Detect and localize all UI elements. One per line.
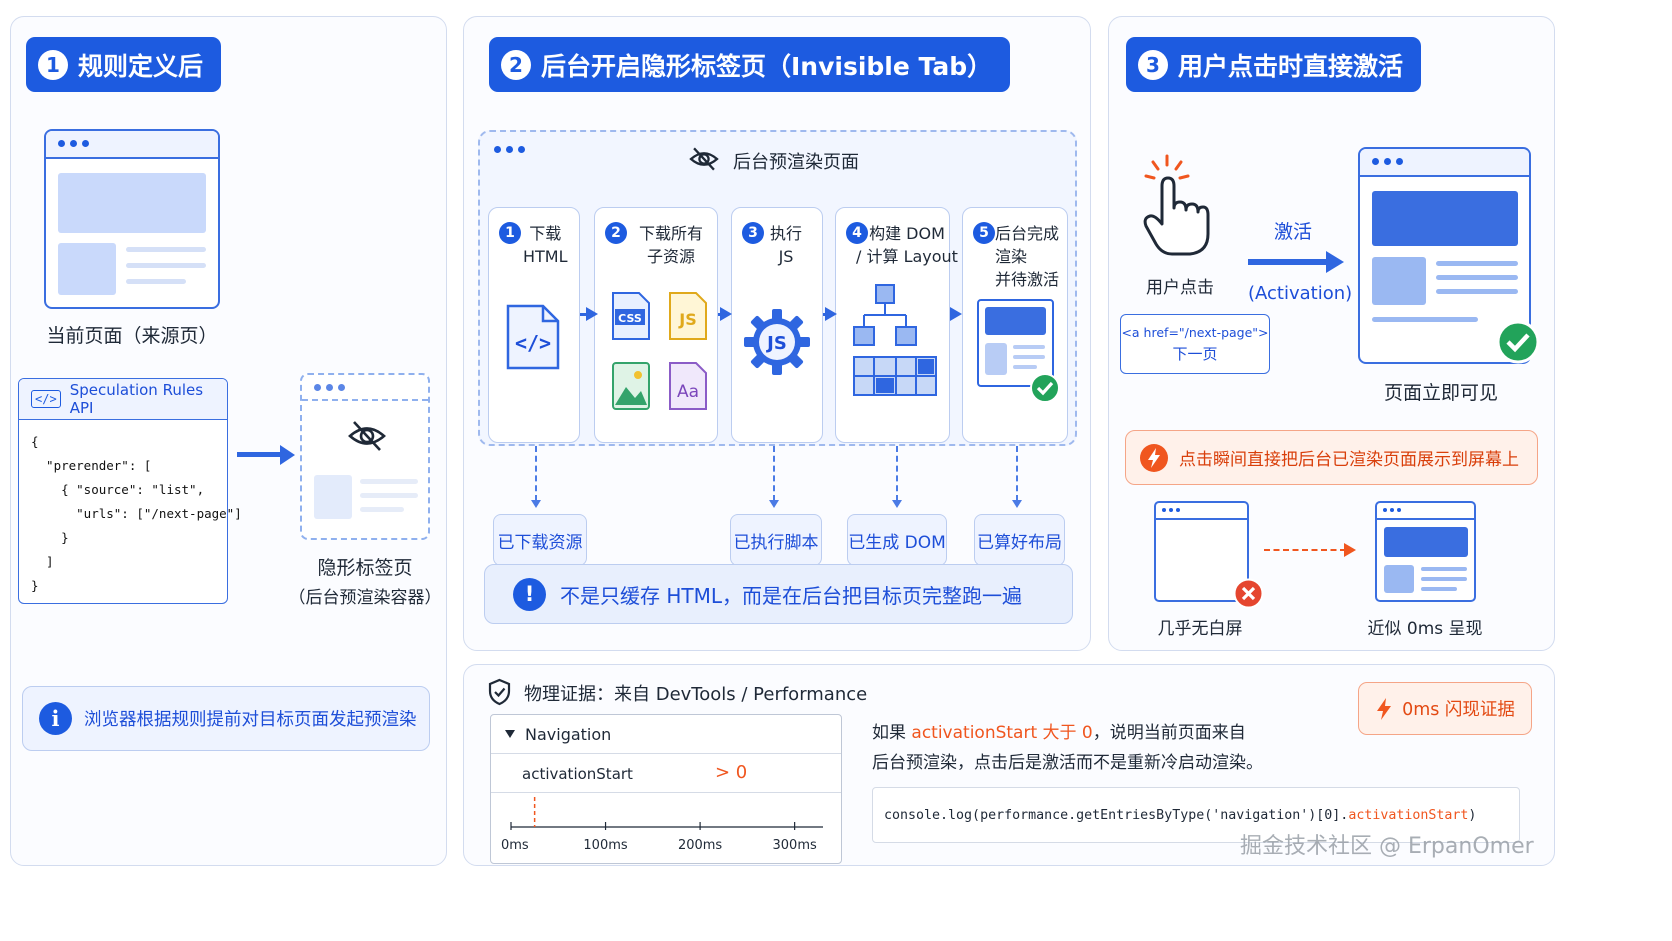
metric-value: > 0 [715, 762, 748, 783]
badge-step-3: 3 用户点击时直接激活 [1126, 37, 1422, 92]
info-banner: i 浏览器根据规则提前对目标页面发起预渲染 [22, 686, 430, 751]
js-gear-label: JS [765, 333, 787, 354]
axis-tick-label: 300ms [773, 838, 817, 853]
code-line: } [31, 578, 39, 593]
current-page-caption: 当前页面（来源页） [46, 325, 218, 347]
proof-badge: 0ms 闪现证据 [1358, 682, 1532, 735]
step-number: 2 [501, 49, 531, 80]
link-code: <a href="/next-page"> [1121, 325, 1269, 340]
result-dom-built: 已生成 DOM [847, 514, 947, 566]
step-download-html: 1 下载 HTML [488, 207, 580, 443]
window-dots-icon [1372, 158, 1403, 165]
css-label: CSS [618, 312, 642, 325]
info-text: 浏览器根据规则提前对目标页面发起预渲染 [84, 710, 417, 730]
lightning-icon [1140, 443, 1168, 472]
warning-banner: ! 不是只缓存 HTML，而是在后台把目标页完整跑一遍 [484, 564, 1073, 624]
api-title: Speculation Rules API [69, 381, 204, 417]
badge-step-2: 2 后台开启隐形标签页（Invisible Tab） [489, 37, 1011, 92]
eye-off-icon [348, 421, 386, 451]
code-line: { "source": "list", [31, 482, 205, 497]
rules-code-block: { "prerender": [ { "source": "list", "ur… [19, 420, 242, 598]
blank-page-window [1154, 501, 1249, 602]
hidden-tab-subcaption: （后台预渲染容器） [288, 588, 442, 608]
evidence-title: 物理证据：来自 DevTools / Performance [524, 684, 868, 705]
watermark: 掘金技术社区 @ ErpanOmer [1240, 834, 1534, 859]
visible-caption: 页面立即可见 [1383, 382, 1498, 404]
warning-text: 不是只缓存 HTML，而是在后台把目标页完整跑一遍 [560, 583, 1023, 608]
info-icon: i [39, 702, 72, 735]
navigation-header: Navigation [525, 724, 612, 744]
step-build-dom: 4 构建 DOM / 计算 Layout [835, 207, 958, 443]
user-click-label: 用户点击 [1146, 278, 1214, 298]
step-number: 3 [1138, 49, 1168, 80]
code-line: "urls": ["/next-page"] [31, 506, 242, 521]
result-downloaded: 已下载资源 [493, 514, 587, 566]
font-label: Aa [677, 382, 699, 402]
code-line: } [31, 530, 69, 545]
instant-display-alert: 点击瞬间直接把后台已渲染页面展示到屏幕上 [1125, 430, 1538, 485]
arrow-right-icon [1344, 543, 1356, 557]
dom-tree-icon [853, 284, 937, 396]
activate-label: 激活 [1274, 221, 1313, 243]
link-text: 下一页 [1172, 345, 1218, 363]
arrow-right-icon [280, 445, 295, 465]
window-dots-icon [58, 140, 89, 147]
eye-off-icon [689, 147, 719, 171]
code-icon: </> [31, 390, 61, 408]
check-circle-icon [1030, 373, 1060, 403]
metric-name: activationStart [522, 765, 633, 783]
html-file-icon: </> [506, 304, 560, 370]
next-page-link[interactable]: <a href="/next-page"> 下一页 [1120, 314, 1270, 374]
lightning-icon [1377, 697, 1392, 720]
axis-tick-label: 0ms [501, 838, 529, 853]
js-gear-icon: JS [744, 309, 810, 375]
badge-step-1: 1 规则定义后 [26, 37, 222, 92]
html-file-code: </> [515, 331, 551, 355]
collapse-triangle-icon[interactable] [505, 730, 515, 738]
badge-label: 用户点击时直接激活 [1178, 51, 1404, 81]
result-executed: 已执行脚本 [730, 514, 822, 566]
explain-highlight: activationStart 大于 0 [911, 723, 1093, 743]
console-code-block: console.log(performance.getEntriesByType… [872, 787, 1520, 843]
step-number: 1 [38, 49, 68, 80]
current-page-window [44, 129, 220, 309]
instant-page-window [1375, 501, 1476, 602]
proof-badge-label: 0ms 闪现证据 [1402, 700, 1515, 720]
font-file-icon: Aa [669, 362, 707, 410]
js-label: JS [678, 310, 696, 329]
timeline-axis: 0ms 100ms 200ms 300ms [501, 797, 823, 853]
hidden-tab-window [300, 373, 430, 540]
code-line: "prerender": [ [31, 458, 152, 473]
arrow-right-icon [1326, 251, 1344, 273]
badge-label: 规则定义后 [78, 51, 204, 81]
badge-label: 后台开启隐形标签页（Invisible Tab） [541, 51, 993, 81]
hand-pointer-icon [1143, 154, 1210, 256]
speculation-rules-card: </> Speculation Rules API { "prerender":… [18, 378, 242, 604]
devtools-panel: Navigation activationStart > 0 0ms 100ms 2… [490, 714, 842, 864]
shield-check-icon [488, 678, 511, 706]
result-layout-done: 已算好布局 [974, 514, 1065, 566]
rendered-page-icon [977, 299, 1054, 387]
axis-tick-label: 100ms [583, 838, 627, 853]
axis-tick-label: 200ms [678, 838, 722, 853]
js-file-icon: JS [669, 292, 707, 340]
activation-label: (Activation) [1248, 283, 1353, 304]
prerender-title: 后台预渲染页面 [733, 152, 859, 173]
exclamation-icon: ! [513, 577, 546, 611]
hidden-tab-caption: 隐形标签页 [317, 557, 413, 579]
instant-caption: 近似 0ms 呈现 [1367, 619, 1483, 639]
evidence-explanation: 如果 activationStart 大于 0，说明当前页面来自 后台预渲染，点… [872, 723, 1263, 773]
window-dots-icon [494, 146, 525, 153]
check-circle-icon [1496, 320, 1540, 364]
error-x-icon [1233, 578, 1264, 609]
code-line: { [31, 434, 39, 449]
no-blank-caption: 几乎无白屏 [1157, 619, 1243, 639]
css-file-icon: CSS [612, 292, 650, 340]
image-file-icon [612, 362, 650, 410]
alert-text: 点击瞬间直接把后台已渲染页面展示到屏幕上 [1179, 450, 1519, 470]
code-highlight: activationStart [1348, 807, 1469, 823]
code-line: ] [31, 554, 54, 569]
